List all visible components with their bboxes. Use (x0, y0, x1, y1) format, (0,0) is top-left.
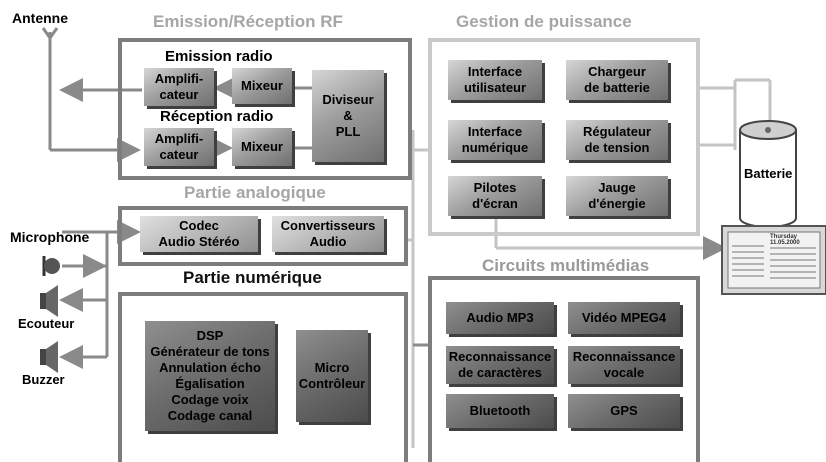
divider-pll-block: Diviseur & PLL (312, 70, 384, 162)
multimedia-section-title: Circuits multimédias (482, 256, 650, 275)
earpiece-icon (40, 285, 58, 317)
screen-header: Thursday 11.05.2000 (770, 234, 800, 246)
earpiece-label: Ecouteur (18, 316, 75, 331)
power-section-title: Gestion de puissance (456, 12, 632, 31)
buzzer-label: Buzzer (22, 372, 65, 387)
voice-recognition-block: Reconnaissance vocale (568, 346, 680, 384)
analog-section-title: Partie analogique (184, 183, 326, 202)
microphone-label: Microphone (10, 229, 90, 245)
screen-drivers-block: Pilotes d'écran (448, 176, 542, 216)
voltage-regulator-block: Régulateur de tension (566, 120, 668, 160)
microphone-icon (42, 256, 60, 276)
mixer-tx-block: Mixeur (232, 68, 292, 104)
power-section (428, 38, 700, 236)
antenna-label: Antenne (12, 10, 68, 26)
energy-gauge-block: Jauge d'énergie (566, 176, 668, 216)
converters-block: Convertisseurs Audio (272, 216, 384, 252)
user-interface-block: Interface utilisateur (448, 60, 542, 100)
gps-block: GPS (568, 394, 680, 428)
analog-section (118, 206, 408, 266)
mixer-rx-block: Mixeur (232, 128, 292, 166)
amplifier-rx-block: Amplifi- cateur (144, 128, 214, 166)
antenna-icon (41, 27, 59, 150)
character-recognition-block: Reconnaissance de caractères (446, 346, 554, 384)
buzzer-icon (40, 341, 58, 373)
microcontroller-block: Micro Contrôleur (296, 330, 368, 422)
connections (40, 27, 826, 448)
digital-interface-block: Interface numérique (448, 120, 542, 160)
codec-block: Codec Audio Stéréo (140, 216, 258, 252)
battery-label: Batterie (744, 166, 793, 181)
battery-charger-block: Chargeur de batterie (566, 60, 668, 100)
amplifier-tx-block: Amplifi- cateur (144, 68, 214, 106)
emission-title: Emission radio (165, 48, 273, 65)
screen-icon (721, 225, 826, 295)
rf-section (118, 38, 412, 180)
digital-section-title: Partie numérique (183, 268, 322, 287)
dsp-block: DSP Générateur de tons Annulation écho É… (145, 321, 275, 431)
rf-section-title: Emission/Réception RF (153, 12, 343, 31)
bluetooth-block: Bluetooth (446, 394, 554, 428)
reception-title: Réception radio (160, 108, 274, 125)
audio-mp3-block: Audio MP3 (446, 302, 554, 334)
digital-section (118, 292, 408, 462)
multimedia-section (428, 276, 700, 462)
video-mpeg4-block: Vidéo MPEG4 (568, 302, 680, 334)
battery-icon (739, 120, 797, 228)
